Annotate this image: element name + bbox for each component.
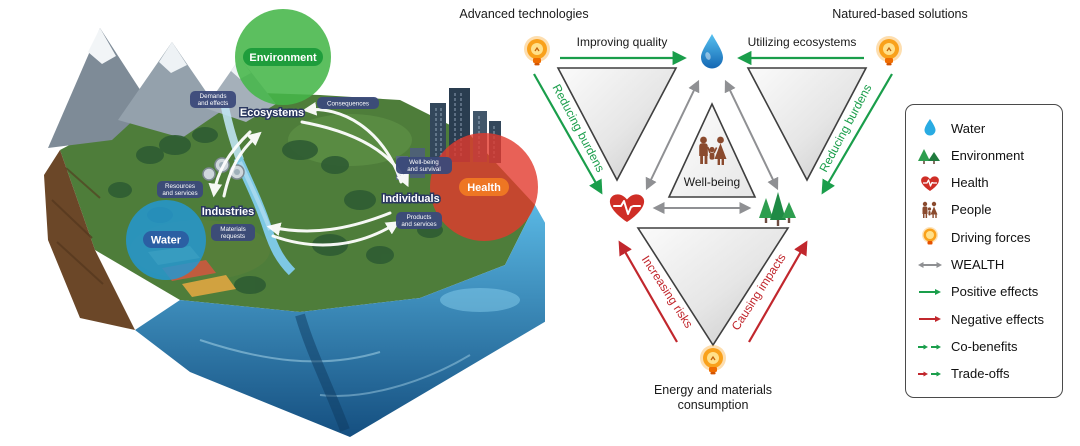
- improving-quality-label: Improving quality: [577, 35, 668, 49]
- triangle-diagram: Advanced technologies Natured-based solu…: [459, 7, 968, 412]
- water-droplet-icon: [916, 118, 944, 138]
- causing-impacts-arrow: [748, 240, 808, 343]
- legend-label: WEALTH: [951, 257, 1005, 273]
- natured-based-solutions-label: Natured-based solutions: [832, 7, 968, 21]
- well-being-label: Well-being: [684, 175, 740, 189]
- materials-pill: Materials requests: [211, 224, 255, 241]
- reducing-burdens-right-arrow: [821, 73, 893, 195]
- lightbulb-bottom-icon: [700, 345, 726, 375]
- materials-label-line1: Materials: [220, 226, 246, 233]
- health-label: Health: [467, 182, 501, 194]
- heart-pulse-icon: [609, 194, 645, 222]
- water-body: [135, 205, 545, 437]
- wellbeing-survival-pill: Well-being and survival: [396, 157, 452, 174]
- demands-pill: Demands and effects: [190, 91, 236, 108]
- reducing-burdens-left-arrow: [533, 73, 603, 195]
- legend-item-health: Health: [916, 173, 1054, 193]
- legend-label: Environment: [951, 147, 1024, 163]
- legend-item-positive-effects: Positive effects: [916, 282, 1054, 302]
- demands-label-line2: and effects: [198, 100, 229, 107]
- legend-label: People: [951, 202, 992, 218]
- heart-pulse-icon: [916, 173, 944, 193]
- products-label-line2: and services: [401, 221, 436, 228]
- health-circle: Health: [430, 133, 538, 241]
- legend-item-environment: Environment: [916, 145, 1054, 165]
- gray-triangles: [556, 67, 868, 347]
- legend-label: Water: [951, 120, 986, 136]
- legend-item-wealth: WEALTH: [916, 255, 1054, 275]
- products-pill: Products and services: [396, 212, 442, 229]
- legend-label: Health: [951, 175, 989, 191]
- legend-item-people: People: [916, 200, 1054, 220]
- flow-label-pills: Demands and effects Consequences Resourc…: [157, 91, 452, 241]
- utilizing-ecosystems-label: Utilizing ecosystems: [748, 35, 857, 49]
- water-label: Water: [151, 235, 182, 247]
- wellbeing-label-line1: Well-being: [409, 159, 439, 166]
- double-arrow-gray-icon: [916, 255, 944, 275]
- demands-label-line1: Demands: [200, 93, 227, 100]
- individuals-label: Individuals: [382, 193, 439, 205]
- industries-label: Industries: [202, 206, 255, 218]
- trees-icon: [759, 192, 796, 226]
- trees-icon: [916, 145, 944, 165]
- legend-item-trade-offs: Trade-offs: [916, 364, 1054, 384]
- legend-item-co-benefits: Co-benefits: [916, 337, 1054, 357]
- arrow-green-icon: [916, 282, 944, 302]
- resources-pill: Resources and services: [157, 181, 203, 198]
- soil-cliff: [44, 150, 135, 330]
- water-circle: Water: [126, 200, 206, 280]
- increasing-risks-arrow: [618, 240, 678, 343]
- advanced-technologies-label: Advanced technologies: [459, 7, 588, 21]
- ecosystems-label: Ecosystems: [240, 107, 304, 119]
- environment-label: Environment: [249, 52, 317, 64]
- legend-item-negative-effects: Negative effects: [916, 309, 1054, 329]
- people-icon: [699, 136, 727, 165]
- legend-label: Positive effects: [951, 284, 1039, 300]
- arrow-red-icon: [916, 309, 944, 329]
- landscape-panel: Environment Health Water Ecosystems Indu…: [44, 9, 545, 437]
- consequences-label: Consequences: [327, 101, 369, 108]
- legend-label: Trade-offs: [951, 366, 1010, 382]
- lightbulb-top-right-icon: [876, 36, 902, 66]
- materials-label-line2: requests: [221, 233, 245, 240]
- products-label-line1: Products: [407, 214, 432, 221]
- trade-offs-arrows-icon: [916, 364, 944, 384]
- lightbulb-icon: [916, 227, 944, 247]
- resources-label-line2: and services: [162, 190, 197, 197]
- wellbeing-label-line2: and survival: [407, 166, 441, 173]
- wealth-arrows: [645, 79, 779, 214]
- people-icon: [916, 200, 944, 220]
- co-benefits-arrows-icon: [916, 337, 944, 357]
- energy-consumption-label-line2: consumption: [678, 398, 749, 412]
- water-droplet-icon: [701, 34, 723, 69]
- resources-label-line1: Resources: [165, 183, 195, 190]
- legend-label: Co-benefits: [951, 339, 1018, 355]
- energy-consumption-label-line1: Energy and materials: [654, 383, 772, 397]
- legend-item-driving-forces: Driving forces: [916, 227, 1054, 247]
- lightbulb-top-left-icon: [524, 36, 550, 66]
- legend-label: Driving forces: [951, 229, 1031, 245]
- legend-item-water: Water: [916, 118, 1054, 138]
- legend-label: Negative effects: [951, 311, 1044, 327]
- consequences-pill: Consequences: [317, 97, 379, 109]
- legend-box: Water Environment Health: [905, 104, 1063, 398]
- environment-circle: Environment: [235, 9, 331, 105]
